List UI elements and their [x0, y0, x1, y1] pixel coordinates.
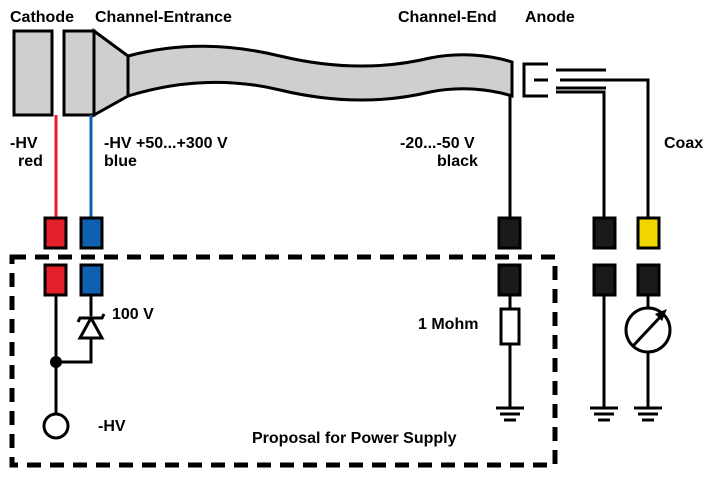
zener-diode-icon: [76, 313, 106, 340]
connector-coax-signal-bottom: [636, 263, 661, 297]
zener-label: 100 V: [112, 306, 154, 323]
ground-icon: [496, 406, 524, 422]
connector-black-bottom: [497, 263, 522, 297]
coax-label: Coax: [664, 135, 704, 152]
channel-end-label: Channel-End: [398, 9, 497, 26]
hv-red-label-line2: red: [18, 153, 43, 170]
anode-cup: [522, 62, 548, 98]
connector-red-top: [43, 216, 68, 250]
connector-coax-shield-top: [592, 216, 617, 250]
channel-entrance-block: [62, 29, 96, 117]
cathode-block: [12, 29, 54, 117]
connector-blue-top: [79, 216, 104, 250]
connector-black-top: [497, 216, 522, 250]
connector-red-bottom: [43, 263, 68, 297]
connector-blue-bottom: [79, 263, 104, 297]
anode-label: Anode: [525, 9, 575, 26]
hv-blue-label-line2: blue: [104, 153, 137, 170]
ground-icon: [634, 406, 662, 422]
coax-signal-wire: [560, 78, 650, 218]
black-label-line2: black: [437, 153, 478, 170]
resistor-label: 1 Mohm: [418, 316, 479, 333]
hv-red-label: -HV red: [10, 135, 43, 171]
junction-dot: [50, 356, 62, 368]
black-label: -20...-50 V black: [400, 135, 478, 171]
channel-tube: [126, 44, 514, 102]
channel-entrance-label: Channel-Entrance: [95, 9, 232, 26]
channel-entrance-funnel: [92, 28, 130, 118]
connector-coax-signal-top: [636, 216, 661, 250]
hv-red-label-line1: -HV: [10, 135, 38, 152]
black-label-line1: -20...-50 V: [400, 135, 475, 152]
ground-icon: [590, 406, 618, 422]
power-supply-label: Proposal for Power Supply: [252, 430, 457, 447]
terminal-circle-icon: [42, 412, 70, 440]
connector-coax-shield-bottom: [592, 263, 617, 297]
zener-lower-lead: [56, 338, 93, 364]
power-supply-box: [9, 254, 558, 468]
hv-blue-label: -HV +50...+300 V blue: [104, 135, 228, 171]
cathode-label: Cathode: [10, 9, 74, 26]
coax-shield-wire: [556, 90, 606, 218]
ammeter-icon: [624, 306, 672, 354]
resistor-icon: [499, 307, 521, 346]
hv-blue-label-line1: -HV +50...+300 V: [104, 135, 228, 152]
hv-supply-label: -HV: [98, 418, 126, 435]
